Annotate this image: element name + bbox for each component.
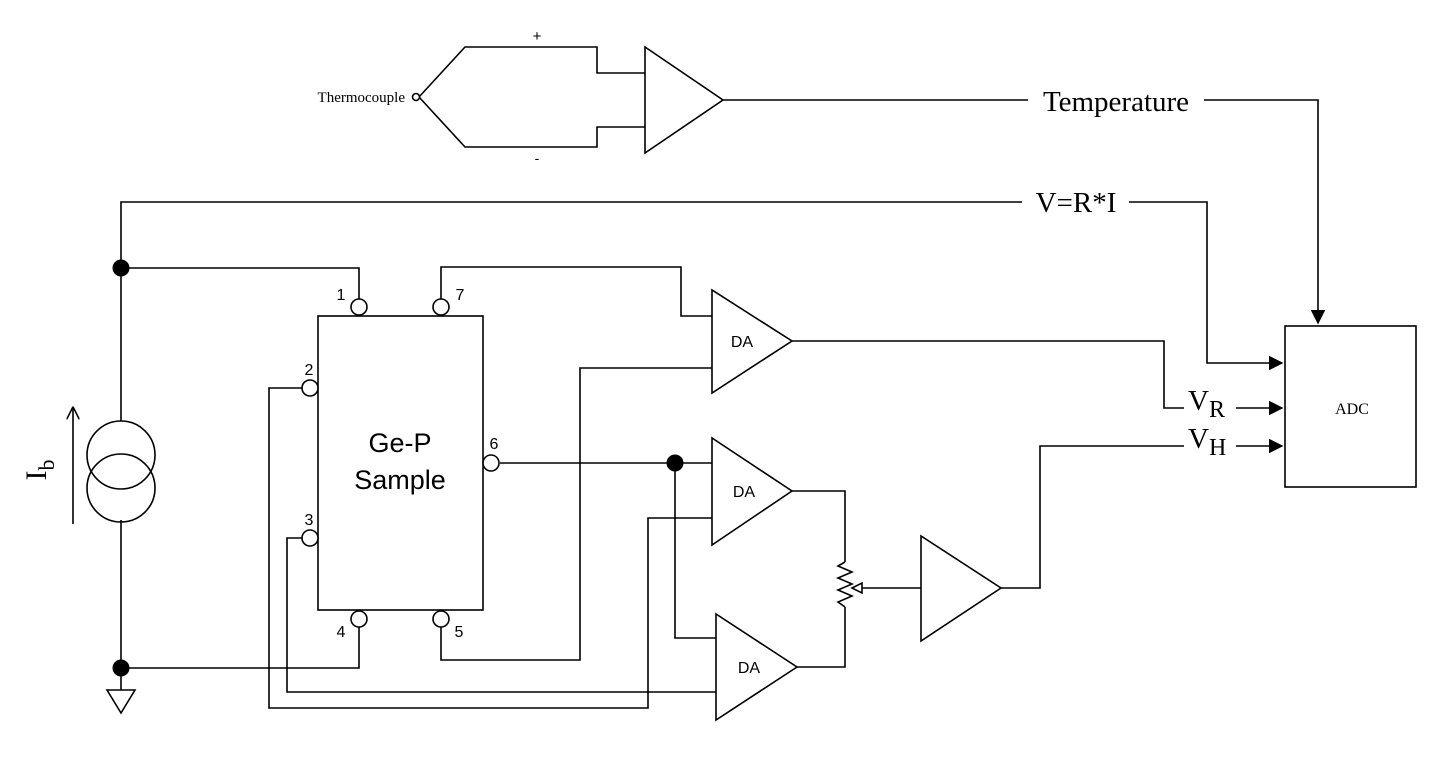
potentiometer-wiper-arrow — [850, 581, 863, 595]
da-mid-label: DA — [733, 484, 756, 501]
da-bottom-label: DA — [738, 660, 761, 677]
vr-label-main: V — [1188, 385, 1209, 417]
da-bottom-group: DA — [715, 612, 799, 722]
thermocouple-tip — [411, 92, 421, 102]
sample-pin-1 — [350, 298, 368, 316]
pin-label-2: 2 — [305, 362, 314, 379]
pin-label-4: 4 — [337, 624, 346, 641]
pin7-wire — [440, 266, 713, 317]
vh-signal-wire — [1001, 446, 1282, 589]
pin1-wire — [121, 267, 360, 299]
sample-pin-2 — [301, 379, 319, 397]
temperature-signal-label: Temperature — [1043, 86, 1189, 118]
sample-pin-6 — [482, 454, 500, 472]
pin6-branch-wire — [674, 463, 717, 639]
vh-signal-label: VH — [1188, 423, 1226, 461]
thermocouple-minus-label: - — [535, 150, 540, 166]
da-mid-group: DA — [711, 436, 794, 547]
da-mid-amplifier — [711, 436, 794, 547]
pot-bottom-wire — [797, 607, 846, 668]
pin-label-5: 5 — [455, 624, 464, 641]
pin5-wire — [440, 367, 713, 661]
sample-group: Ge-P Sample 1 2 3 4 5 6 7 — [121, 266, 717, 709]
thermocouple-plus-label: + — [533, 28, 542, 45]
current-source-circle-top — [86, 420, 156, 490]
da-bottom-amplifier — [715, 612, 799, 722]
sample-pin-4 — [350, 610, 368, 628]
current-label: Ib — [20, 460, 59, 481]
adc-label: ADC — [1335, 401, 1369, 418]
sample-pin-5 — [432, 610, 450, 628]
thermocouple-probe-wire — [418, 46, 645, 148]
pot-top-wire — [792, 490, 846, 562]
potentiometer-resistor — [835, 561, 855, 608]
temperature-signal-wire — [723, 99, 1318, 323]
vh-output-amplifier — [920, 534, 1003, 643]
pin2-wire — [268, 387, 713, 709]
current-label-sub: b — [34, 460, 59, 471]
da-top-label: DA — [731, 334, 754, 351]
sample-body — [317, 315, 484, 611]
pin-label-6: 6 — [490, 436, 499, 453]
vri-signal-wire — [120, 201, 1282, 363]
vr-signal-label: VR — [1188, 385, 1225, 423]
pin-label-1: 1 — [337, 287, 346, 304]
current-source-group: Ib — [20, 259, 156, 715]
pin4-wire — [121, 627, 360, 669]
vh-label-sub: H — [1209, 435, 1226, 461]
sample-name-line2: Sample — [354, 465, 446, 495]
sample-pin-3 — [301, 529, 319, 547]
adc-box — [1284, 325, 1417, 488]
adc-group: ADC — [1284, 325, 1417, 488]
sample-name-line1: Ge-P — [368, 428, 431, 458]
current-label-main: I — [20, 471, 53, 481]
vr-signal-wire — [792, 340, 1282, 408]
da-top-amplifier — [711, 288, 794, 395]
pin-label-7: 7 — [456, 287, 465, 304]
thermocouple-amplifier — [644, 45, 725, 155]
pin-label-3: 3 — [305, 512, 314, 529]
pin3-wire — [286, 537, 717, 693]
svg-text:Ib: Ib — [20, 460, 59, 481]
ground-symbol — [105, 689, 137, 715]
current-source-circle-bottom — [86, 453, 156, 523]
vh-label-main: V — [1188, 423, 1209, 455]
vr-label-sub: R — [1209, 397, 1225, 423]
vri-signal-label: V=R*I — [1036, 187, 1117, 219]
thermocouple-group: Thermocouple + - — [318, 28, 725, 166]
pin6-junction-node — [666, 454, 684, 472]
sample-pin-7 — [432, 298, 450, 316]
thermocouple-label: Thermocouple — [318, 90, 406, 106]
da-top-group: DA — [711, 288, 794, 395]
